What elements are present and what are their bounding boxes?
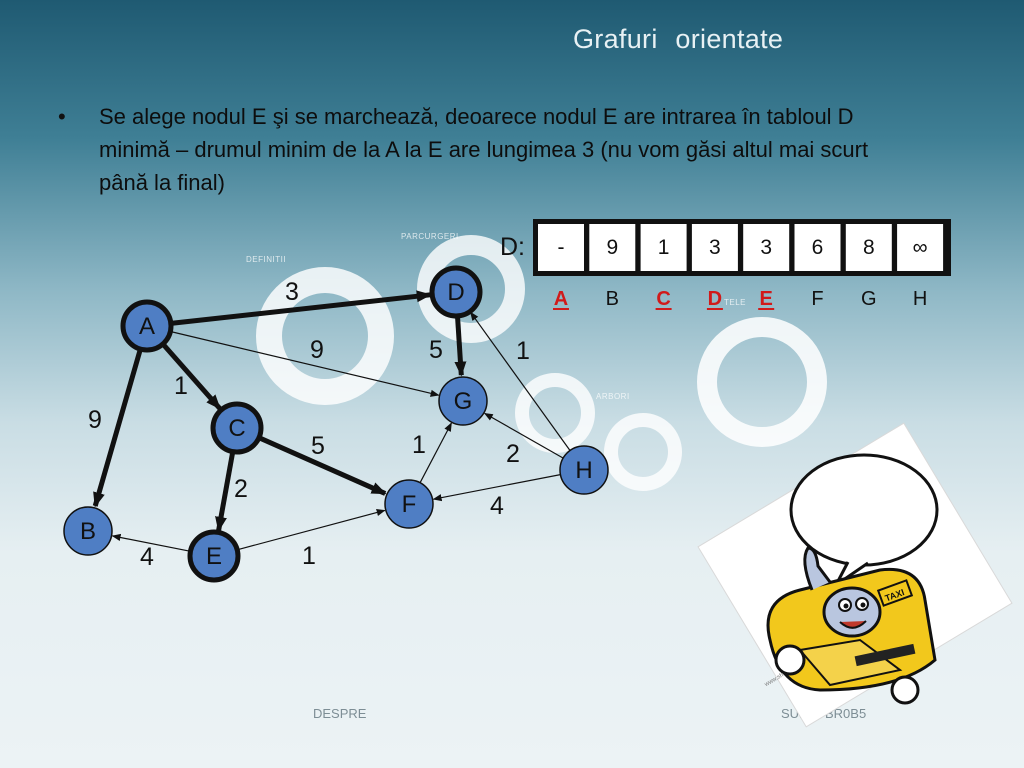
edge-weight-a-c: 1 (174, 372, 188, 400)
bullet-dot: • (58, 104, 66, 129)
node-label-a: A (139, 313, 155, 340)
node-d (429, 265, 483, 319)
faint-label-definitii: DEFINITII (246, 255, 286, 264)
edge-a-g (170, 330, 440, 397)
edge-weight-e-b: 4 (140, 543, 154, 571)
node-label-d: D (447, 279, 464, 306)
table-cell (691, 224, 738, 271)
graph-edges (92, 290, 571, 552)
bullet-point: • Se alege nodul E şi se marchează, deoa… (58, 100, 918, 199)
edge-h-d (470, 311, 571, 451)
table-cell (538, 224, 584, 271)
faint-label-arbori: ARBORI (596, 392, 630, 401)
edge-weight-h-g: 2 (506, 440, 520, 468)
faint-label-tele: TELE (724, 298, 746, 307)
node-label-e: E (206, 543, 222, 570)
table-cell-value: 1 (658, 236, 670, 259)
table-cell (743, 224, 790, 271)
node-e (187, 529, 241, 583)
node-a (120, 299, 174, 353)
edge-c-f (257, 435, 387, 496)
node-label-b: B (80, 518, 96, 545)
edge-weight-h-d: 1 (516, 337, 530, 365)
deco-ring (256, 267, 394, 405)
edge-weight-f-g: 1 (412, 431, 426, 459)
edge-c-e (215, 451, 236, 532)
table-node-name: D (708, 288, 722, 310)
graph-nodes: A B C D E F G H (63, 265, 609, 583)
slide-title: Grafuri orientate (573, 24, 784, 54)
node-label-c: C (228, 415, 245, 442)
edge-weight-a-g: 9 (310, 336, 324, 364)
edge-weight-a-b: 9 (88, 406, 102, 434)
edge-weight-h-f: 4 (490, 492, 504, 520)
edge-weight-e-f: 1 (302, 542, 316, 570)
edge-e-f (237, 509, 386, 551)
table-node-name: H (913, 288, 927, 310)
deco-ring (417, 235, 525, 343)
table-cell-value: 3 (709, 236, 721, 259)
edge-weight-d-g: 5 (429, 336, 443, 364)
node-h (559, 445, 609, 495)
deco-ring (604, 413, 682, 491)
node-c (210, 401, 264, 455)
deco-ring (697, 317, 827, 447)
table-cell-value: 3 (760, 236, 772, 259)
table-cell (794, 224, 841, 271)
edge-f-g (419, 422, 452, 483)
edge-d-g (454, 315, 467, 377)
faint-label-parcurgeri: PARCURGERI (401, 232, 459, 241)
table-cell-value: - (558, 236, 565, 259)
table-cell-value: 9 (606, 236, 618, 259)
table-node-name: E (760, 288, 773, 310)
edge-a-b (92, 348, 143, 508)
edge-h-f (432, 474, 561, 502)
table-node-name: B (606, 288, 619, 310)
table-node-name: F (811, 288, 823, 310)
edge-h-g (483, 412, 564, 459)
table-label: D: (500, 233, 525, 261)
node-f (384, 479, 434, 529)
table-cell (640, 224, 687, 271)
table-cell (589, 224, 636, 271)
table-cell-value: ∞ (913, 236, 928, 259)
table-cell (897, 224, 944, 271)
footer-left-label: DESPRE (313, 706, 367, 721)
node-label-h: H (575, 457, 592, 484)
edge-weight-c-e: 2 (234, 475, 248, 503)
table-cell-value: 8 (863, 236, 875, 259)
table-node-name: C (656, 288, 670, 310)
table-cell-value: 6 (812, 236, 824, 259)
edge-weight-c-f: 5 (311, 432, 325, 460)
table-node-name: G (861, 288, 877, 310)
node-b (63, 506, 113, 556)
table-cell (845, 224, 892, 271)
taxi-car: TAXI (766, 546, 937, 705)
deco-ring (515, 373, 595, 453)
edge-weight-a-d: 3 (285, 278, 299, 306)
node-label-g: G (454, 388, 473, 415)
node-label-f: F (402, 491, 417, 518)
edge-a-d (170, 290, 432, 326)
node-g (438, 376, 488, 426)
table-node-name: A (554, 288, 568, 310)
edge-a-c (161, 342, 222, 411)
bullet-text: Se alege nodul E şi se marchează, deoare… (99, 104, 869, 195)
edge-e-b (111, 533, 191, 552)
